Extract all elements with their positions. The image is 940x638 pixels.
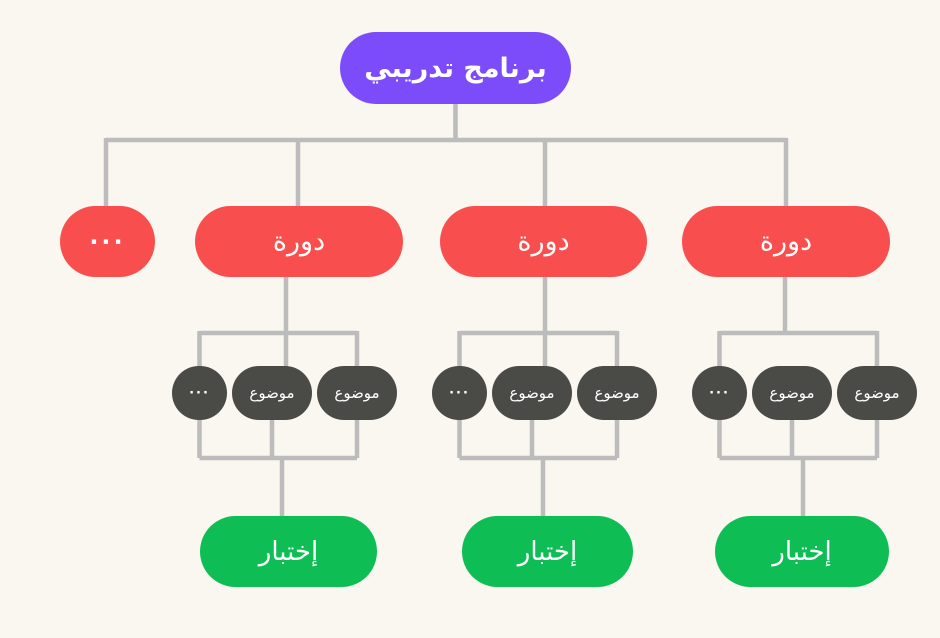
- topic-label: موضوع: [509, 383, 555, 402]
- topic-placeholder-label: ...: [189, 382, 210, 398]
- topic-node: موضوع: [232, 366, 312, 420]
- connector-group-2: [457, 276, 620, 518]
- course-placeholder-node: ...: [60, 206, 155, 277]
- course-label: دورة: [272, 226, 326, 257]
- exam-label: إختبار: [517, 536, 578, 567]
- topic-placeholder-label: ...: [709, 382, 730, 398]
- exam-label: إختبار: [772, 536, 832, 567]
- program-label: برنامج تدريبي: [364, 52, 547, 84]
- topic-placeholder-node: ...: [172, 366, 227, 420]
- topic-placeholder-node: ...: [432, 366, 487, 420]
- exam-node-1: إختبار: [200, 516, 377, 587]
- course-node-3: دورة: [682, 206, 890, 277]
- course-placeholder-label: ...: [89, 221, 126, 250]
- course-node-2: دورة: [440, 206, 647, 277]
- exam-node-2: إختبار: [462, 516, 633, 587]
- topic-label: موضوع: [769, 383, 815, 402]
- exam-node-3: إختبار: [715, 516, 889, 587]
- topic-label: موضوع: [249, 383, 295, 402]
- topic-label: موضوع: [854, 383, 900, 402]
- topic-node: موضوع: [317, 366, 397, 420]
- program-node: برنامج تدريبي: [340, 32, 571, 104]
- connector-group-3: [717, 276, 880, 518]
- course-label: دورة: [759, 226, 813, 257]
- course-node-1: دورة: [195, 206, 403, 277]
- connector-root-level: [103, 103, 789, 208]
- topic-label: موضوع: [334, 383, 380, 402]
- topic-node: موضوع: [837, 366, 917, 420]
- connector-group-1: [197, 276, 360, 518]
- course-label: دورة: [517, 226, 570, 257]
- topic-placeholder-node: ...: [692, 366, 747, 420]
- topic-node: موضوع: [492, 366, 572, 420]
- topic-node: موضوع: [577, 366, 657, 420]
- topic-node: موضوع: [752, 366, 832, 420]
- topic-placeholder-label: ...: [449, 382, 470, 398]
- topic-label: موضوع: [594, 383, 640, 402]
- exam-label: إختبار: [258, 536, 319, 567]
